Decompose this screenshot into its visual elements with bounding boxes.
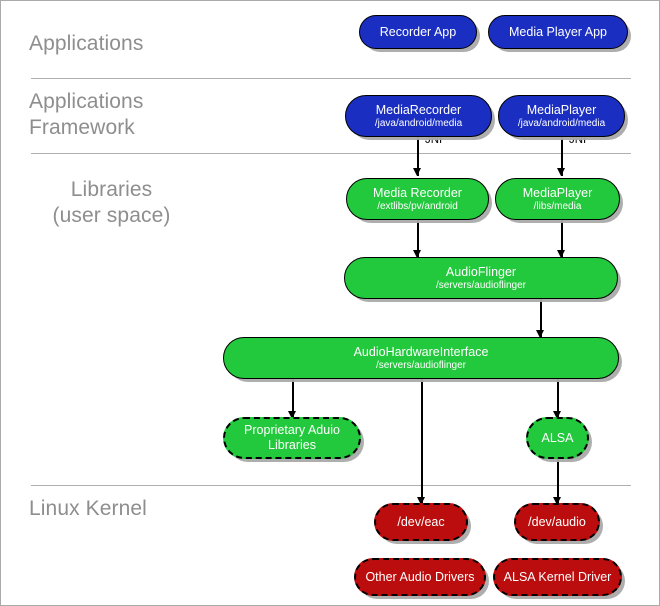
- node-title: Proprietary Aduio Libraries: [244, 423, 340, 452]
- separator-applications: [31, 78, 631, 79]
- node-title: /dev/audio: [528, 514, 586, 529]
- node-dev-audio[interactable]: /dev/audio: [514, 503, 600, 541]
- edge-label-jni-left: JNI: [425, 134, 443, 146]
- node-title: Other Audio Drivers: [365, 569, 475, 584]
- node-audioflinger[interactable]: AudioFlinger /servers/audioflinger: [344, 257, 618, 299]
- node-audiohardwareinterface[interactable]: AudioHardwareInterface /servers/audiofli…: [223, 337, 619, 379]
- layer-label-applications: Applications: [29, 32, 144, 55]
- node-subtitle: /servers/audioflinger: [375, 359, 467, 371]
- node-alsa[interactable]: ALSA: [526, 417, 589, 459]
- node-other-audio-drivers[interactable]: Other Audio Drivers: [354, 558, 486, 596]
- node-subtitle: /libs/media: [533, 200, 582, 212]
- layer-label-applications-framework: Applications Framework: [29, 90, 144, 139]
- node-mediarecorder-framework[interactable]: MediaRecorder /java/android/media: [345, 95, 492, 137]
- node-title: /dev/eac: [397, 514, 445, 529]
- connector-ahi-to-alsa: [557, 379, 559, 417]
- node-title: ALSA: [541, 430, 574, 445]
- node-title: MediaPlayer: [522, 185, 593, 200]
- arrowhead-ahi-to-alsa: [553, 411, 561, 419]
- node-title: ALSA Kernel Driver: [503, 569, 612, 584]
- connector-media-recorder-to-audioflinger: [417, 220, 419, 257]
- node-title: Media Player App: [509, 24, 607, 39]
- node-title: AudioFlinger: [445, 264, 517, 279]
- node-title: Media Recorder: [373, 185, 462, 200]
- connector-alsa-to-dev-audio: [557, 459, 559, 503]
- layer-label-linux-kernel: Linux Kernel: [29, 497, 147, 520]
- node-subtitle: /extlibs/pv/android: [377, 200, 458, 212]
- arrowhead-ahi-to-proprietary: [288, 411, 296, 419]
- connector-mediarecorder-to-lib: [417, 137, 419, 176]
- arrowhead-mediarecorder-to-lib: [413, 168, 421, 176]
- node-media-recorder-lib[interactable]: Media Recorder /extlibs/pv/android: [346, 178, 489, 220]
- node-mediaplayer-framework[interactable]: MediaPlayer /java/android/media: [498, 95, 625, 137]
- arrowhead-mediaplayer-to-lib: [557, 168, 565, 176]
- arrowhead-audioflinger-to-ahi: [536, 330, 544, 338]
- connector-ahi-to-proprietary: [292, 379, 294, 417]
- node-recorder-app[interactable]: Recorder App: [359, 15, 477, 49]
- node-proprietary-audio-libraries[interactable]: Proprietary Aduio Libraries: [223, 417, 361, 459]
- node-title: Recorder App: [379, 24, 457, 39]
- connector-mediaplayer-lib-to-audioflinger: [561, 220, 563, 257]
- separator-linux-kernel: [31, 485, 631, 486]
- arrowhead-alsa-to-dev-audio: [553, 497, 561, 505]
- node-title: MediaRecorder: [375, 102, 462, 117]
- node-dev-eac[interactable]: /dev/eac: [374, 503, 468, 541]
- edge-label-jni-right: JNI: [569, 134, 587, 146]
- connector-ahi-to-dev-eac: [421, 379, 423, 503]
- arrowhead-ahi-to-dev-eac: [417, 497, 425, 505]
- node-media-player-app[interactable]: Media Player App: [488, 15, 628, 49]
- layer-label-libraries: Libraries (user space): [52, 178, 171, 227]
- connector-mediaplayer-to-lib: [561, 137, 563, 176]
- node-mediaplayer-lib[interactable]: MediaPlayer /libs/media: [495, 178, 620, 220]
- node-title: AudioHardwareInterface: [353, 344, 489, 359]
- arrowhead-media-recorder-to-audioflinger: [413, 250, 421, 258]
- node-title: MediaPlayer: [526, 102, 597, 117]
- arrowhead-mediaplayer-lib-to-audioflinger: [557, 250, 565, 258]
- connector-audioflinger-to-ahi: [540, 299, 542, 337]
- node-subtitle: /servers/audioflinger: [435, 279, 527, 291]
- separator-framework: [31, 153, 631, 154]
- node-subtitle: /java/android/media: [517, 117, 606, 129]
- node-alsa-kernel-driver[interactable]: ALSA Kernel Driver: [493, 558, 622, 596]
- node-subtitle: /java/android/media: [374, 117, 463, 129]
